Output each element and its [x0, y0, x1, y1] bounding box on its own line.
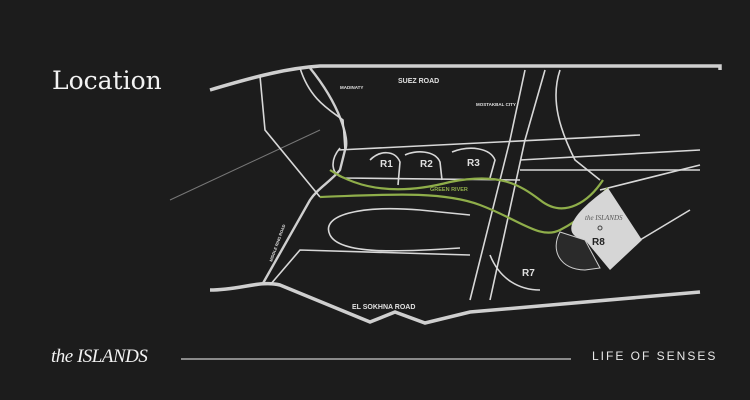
zone-r8: R8	[592, 237, 605, 248]
project-label: the ISLANDS	[585, 214, 623, 222]
zone-r1: R1	[380, 159, 393, 170]
r7-area	[555, 231, 601, 271]
zone-r3: R3	[467, 158, 480, 169]
divider	[181, 358, 571, 360]
ring-road-cairo	[169, 129, 321, 201]
green-river-north	[329, 169, 604, 210]
zone-r7: R7	[522, 268, 535, 279]
mostakbal-label: MOSTAKBAL CITY	[476, 102, 516, 107]
the-islands-area	[571, 188, 642, 270]
green-river-label: GREEN RIVER	[430, 187, 468, 193]
zone-r2: R2	[420, 159, 433, 170]
madinaty-label: MADINATY	[340, 85, 363, 90]
minor-roads	[259, 67, 701, 301]
brand-logo: the ISLANDS	[51, 346, 148, 367]
project-marker-icon	[597, 225, 603, 231]
suez-road-label: SUEZ ROAD	[398, 78, 439, 85]
suez-road	[209, 64, 722, 92]
page-title: Location	[52, 66, 162, 95]
sokhna-road	[209, 281, 701, 325]
tagline: LIFE OF SENSES	[592, 349, 718, 363]
sokhna-road-label: EL SOKHNA ROAD	[352, 304, 415, 311]
